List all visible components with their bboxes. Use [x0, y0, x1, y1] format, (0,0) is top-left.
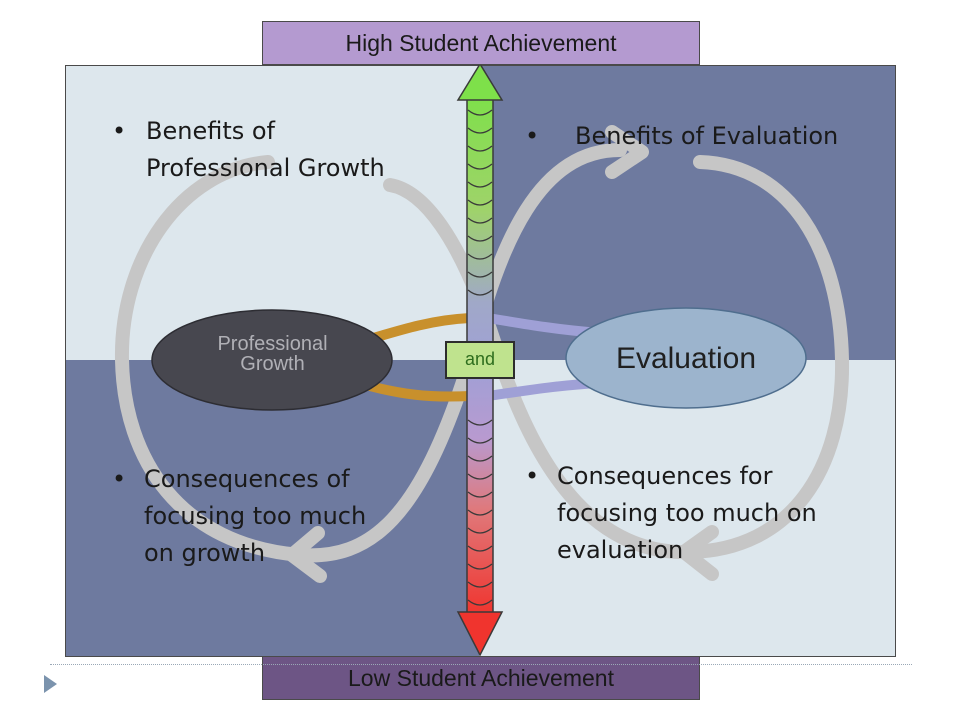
loop-arrowheads — [285, 125, 719, 583]
bottom-left-line2: focusing too much — [144, 502, 367, 530]
bottom-right-line1: Consequences for — [557, 462, 773, 490]
and-box-bg — [445, 341, 515, 379]
top-left-line2: Professional Growth — [146, 154, 385, 182]
bottom-right-line2: focusing too much on — [557, 499, 817, 527]
bullet-dot: • — [112, 465, 127, 493]
evaluation-label: Evaluation — [615, 342, 757, 375]
professional-growth-line2: Growth — [240, 353, 305, 375]
footer-divider — [50, 664, 912, 665]
bullet-dot: • — [112, 117, 127, 145]
rope-twist-marks — [467, 109, 493, 606]
down-arrowhead — [456, 611, 504, 657]
low-achievement-bar: Low Student Achievement — [262, 656, 700, 700]
high-achievement-bar: High Student Achievement — [262, 21, 700, 65]
rope-lavender-upper — [483, 313, 605, 338]
arrowhead-top-right — [605, 125, 649, 179]
triangle-right-icon — [44, 675, 57, 693]
node-evaluation — [565, 307, 807, 409]
bullet-dot: • — [525, 462, 540, 490]
top-right-bullet: • Benefits of Evaluation — [525, 118, 885, 155]
high-achievement-label: High Student Achievement — [345, 30, 617, 56]
top-right-line1: Benefits of Evaluation — [575, 122, 839, 150]
bullet-dot: • — [525, 122, 540, 150]
low-achievement-label: Low Student Achievement — [348, 665, 614, 691]
arrowhead-bottom-right — [677, 525, 719, 581]
node-professional-growth — [151, 309, 393, 411]
and-label: and — [464, 349, 496, 369]
top-left-line1: Benefits of — [146, 117, 275, 145]
bottom-right-line3: evaluation — [557, 536, 684, 564]
bottom-left-line3: on growth — [144, 539, 266, 567]
quadrant-bottom-right-bg — [479, 360, 895, 656]
professional-growth-line1: Professional — [217, 333, 328, 355]
bottom-left-bullet: • Consequences of focusing too much on g… — [112, 461, 412, 572]
professional-growth-label: Professional Growth — [165, 334, 380, 374]
up-arrowhead — [456, 62, 504, 101]
bottom-right-bullet: • Consequences for focusing too much on … — [525, 458, 870, 569]
arrowhead-bottom-left — [285, 526, 327, 583]
bottom-left-line1: Consequences of — [144, 465, 350, 493]
top-left-bullet: • Benefits of Professional Growth — [112, 113, 442, 187]
